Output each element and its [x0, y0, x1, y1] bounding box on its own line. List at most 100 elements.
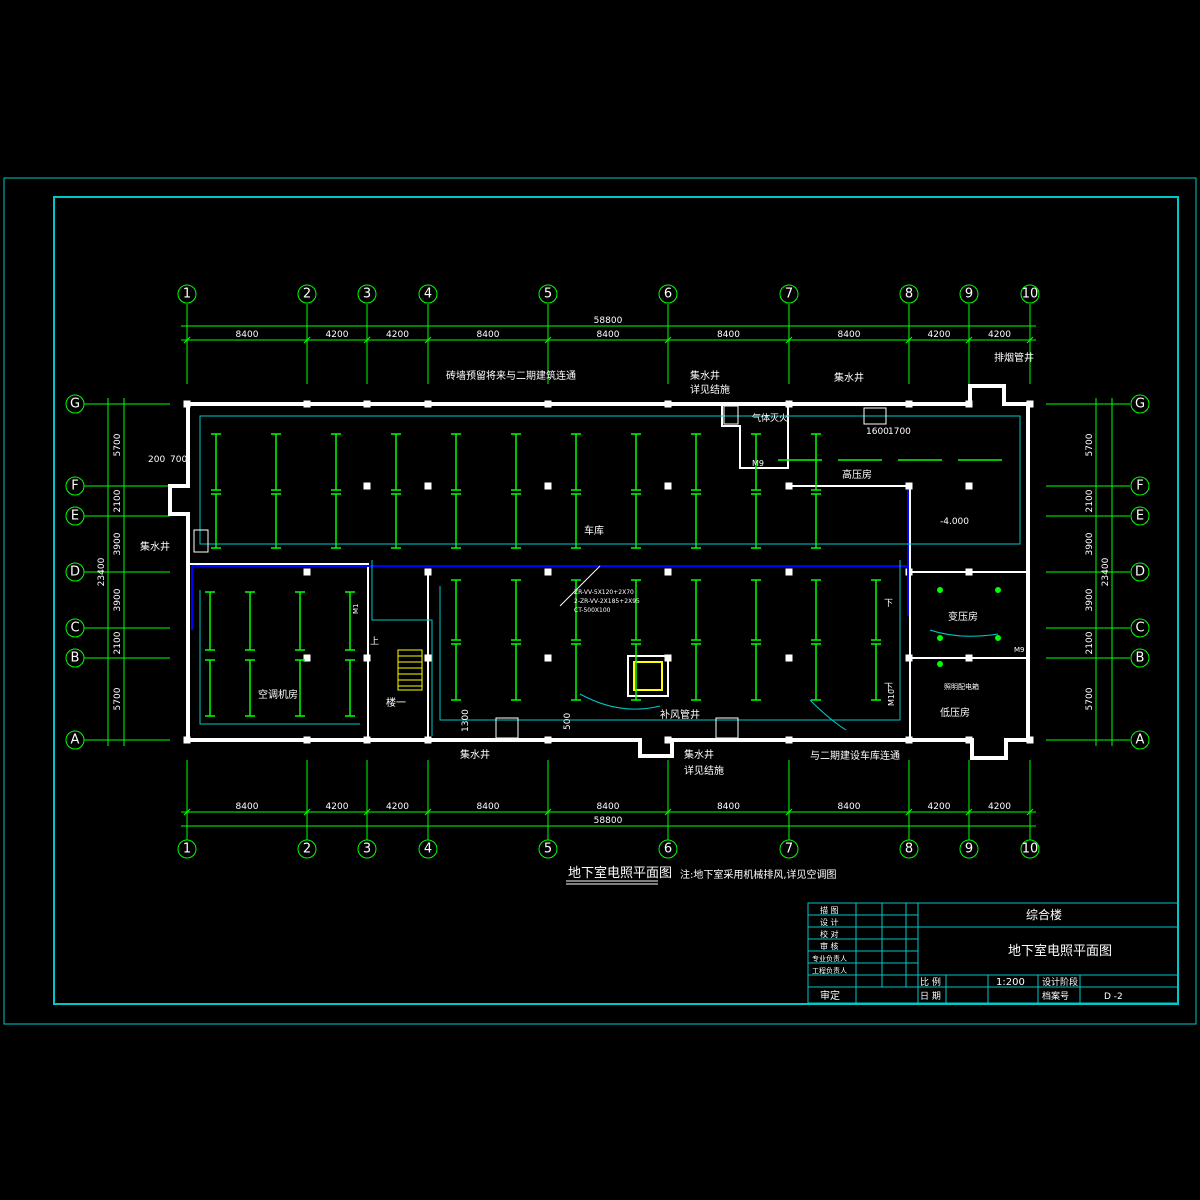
axis-bubble: [899, 839, 919, 859]
tb-role-3: 审 核: [820, 941, 839, 951]
label-exhaust-well: 排烟管井: [994, 351, 1034, 364]
column: [905, 654, 913, 662]
dim-segment-label-v: 3900: [1085, 588, 1095, 611]
column: [965, 482, 973, 490]
dim-tick: [664, 336, 672, 344]
axis-bubble: [538, 839, 558, 859]
axis-label: 1: [183, 842, 191, 857]
axis-label: 4: [424, 287, 432, 302]
axis-bubble: [177, 284, 197, 304]
title-block-text: 综合楼 地下室电照平面图 描 图 设 计 校 对 审 核 专业负责人 工程负责人…: [812, 905, 1123, 1002]
label-dim-700: 700: [170, 455, 187, 465]
column: [905, 482, 913, 490]
column: [785, 568, 793, 576]
dim-tick: [424, 808, 432, 816]
label-sump-top2: 集水井: [834, 371, 864, 384]
axis-bubble: [1130, 562, 1150, 582]
axis-bubble: [357, 284, 377, 304]
outer-frame: [3, 177, 1197, 1025]
axis-label: 8: [905, 842, 913, 857]
axis-bubble: [65, 618, 85, 638]
dim-segment-label-v: 5700: [113, 433, 123, 456]
label-sump-bottom1: 集水井: [460, 748, 490, 761]
axis-label: 7: [785, 842, 793, 857]
axis-label: 9: [965, 842, 973, 857]
label-cable-note3: CT-500X100: [574, 607, 611, 614]
dim-segment-label: 4200: [928, 802, 951, 812]
axis-label: D: [70, 565, 80, 580]
dim-tick: [905, 336, 913, 344]
axis-bubble: [65, 648, 85, 668]
structural-columns: [183, 400, 1034, 744]
dim-segment-label: 8400: [477, 802, 500, 812]
dim-tick: [905, 808, 913, 816]
tb-role-2: 校 对: [820, 929, 839, 939]
dim-tick: [303, 808, 311, 816]
axis-label: 10: [1022, 842, 1039, 857]
axis-bubble: [899, 284, 919, 304]
axis-label: 2: [303, 842, 311, 857]
column: [664, 736, 672, 744]
label-dim-500: 500: [563, 713, 573, 730]
dim-segment-label-v: 3900: [113, 532, 123, 555]
dim-segment-label-v: 3900: [1085, 532, 1095, 555]
dim-segment-label-v: 2100: [113, 631, 123, 654]
axis-bubble: [959, 839, 979, 859]
column: [424, 568, 432, 576]
dim-tick: [664, 808, 672, 816]
column: [424, 400, 432, 408]
column: [664, 482, 672, 490]
dim-tick: [183, 336, 191, 344]
column: [303, 736, 311, 744]
axis-label: 6: [664, 287, 672, 302]
axis-label: 5: [544, 842, 552, 857]
dim-total-label: 58800: [594, 316, 623, 326]
column: [303, 568, 311, 576]
dim-segment-label: 4200: [988, 330, 1011, 340]
label-hv-room: 高压房: [842, 468, 872, 481]
axis-label: 1: [183, 287, 191, 302]
axis-bubble: [779, 284, 799, 304]
interior-walls: [190, 404, 1028, 740]
axis-label: 10: [1022, 287, 1039, 302]
dim-tick: [544, 336, 552, 344]
axis-label: A: [1136, 733, 1145, 748]
dim-tick: [785, 808, 793, 816]
label-door-m9: M9: [752, 459, 764, 468]
dim-segment-label-v: 2100: [1085, 489, 1095, 512]
device-point: [937, 635, 943, 641]
dim-segment-label: 8400: [236, 330, 259, 340]
tb-stage-label: 设计阶段: [1042, 976, 1078, 988]
dim-segment-label: 8400: [717, 330, 740, 340]
axis-label: A: [71, 733, 80, 748]
tb-role-1: 设 计: [820, 917, 839, 927]
column: [303, 400, 311, 408]
axis-label: 8: [905, 287, 913, 302]
axis-label: B: [1136, 651, 1145, 666]
light-fixtures: [205, 433, 1002, 717]
axis-label: 4: [424, 842, 432, 857]
column: [664, 654, 672, 662]
column: [544, 736, 552, 744]
column: [785, 654, 793, 662]
axis-label: 5: [544, 287, 552, 302]
column: [363, 736, 371, 744]
column: [785, 736, 793, 744]
column: [544, 568, 552, 576]
column: [424, 654, 432, 662]
dim-tick: [303, 336, 311, 344]
label-sump-top1-note: 详见结施: [690, 383, 730, 396]
tb-sheet-no: D -2: [1104, 992, 1123, 1002]
dim-segment-label-v: 2100: [1085, 631, 1095, 654]
axis-bubble: [65, 476, 85, 496]
axis-bubble: [959, 284, 979, 304]
label-up: 上: [370, 636, 379, 647]
axis-bubble: [297, 839, 317, 859]
dim-segment-label: 8400: [597, 802, 620, 812]
dim-segment-label: 4200: [988, 802, 1011, 812]
label-gas-fire: 气体灭火: [752, 412, 788, 424]
dim-tick: [424, 336, 432, 344]
tb-role-5: 工程负责人: [812, 966, 847, 975]
axis-bubble: [65, 506, 85, 526]
